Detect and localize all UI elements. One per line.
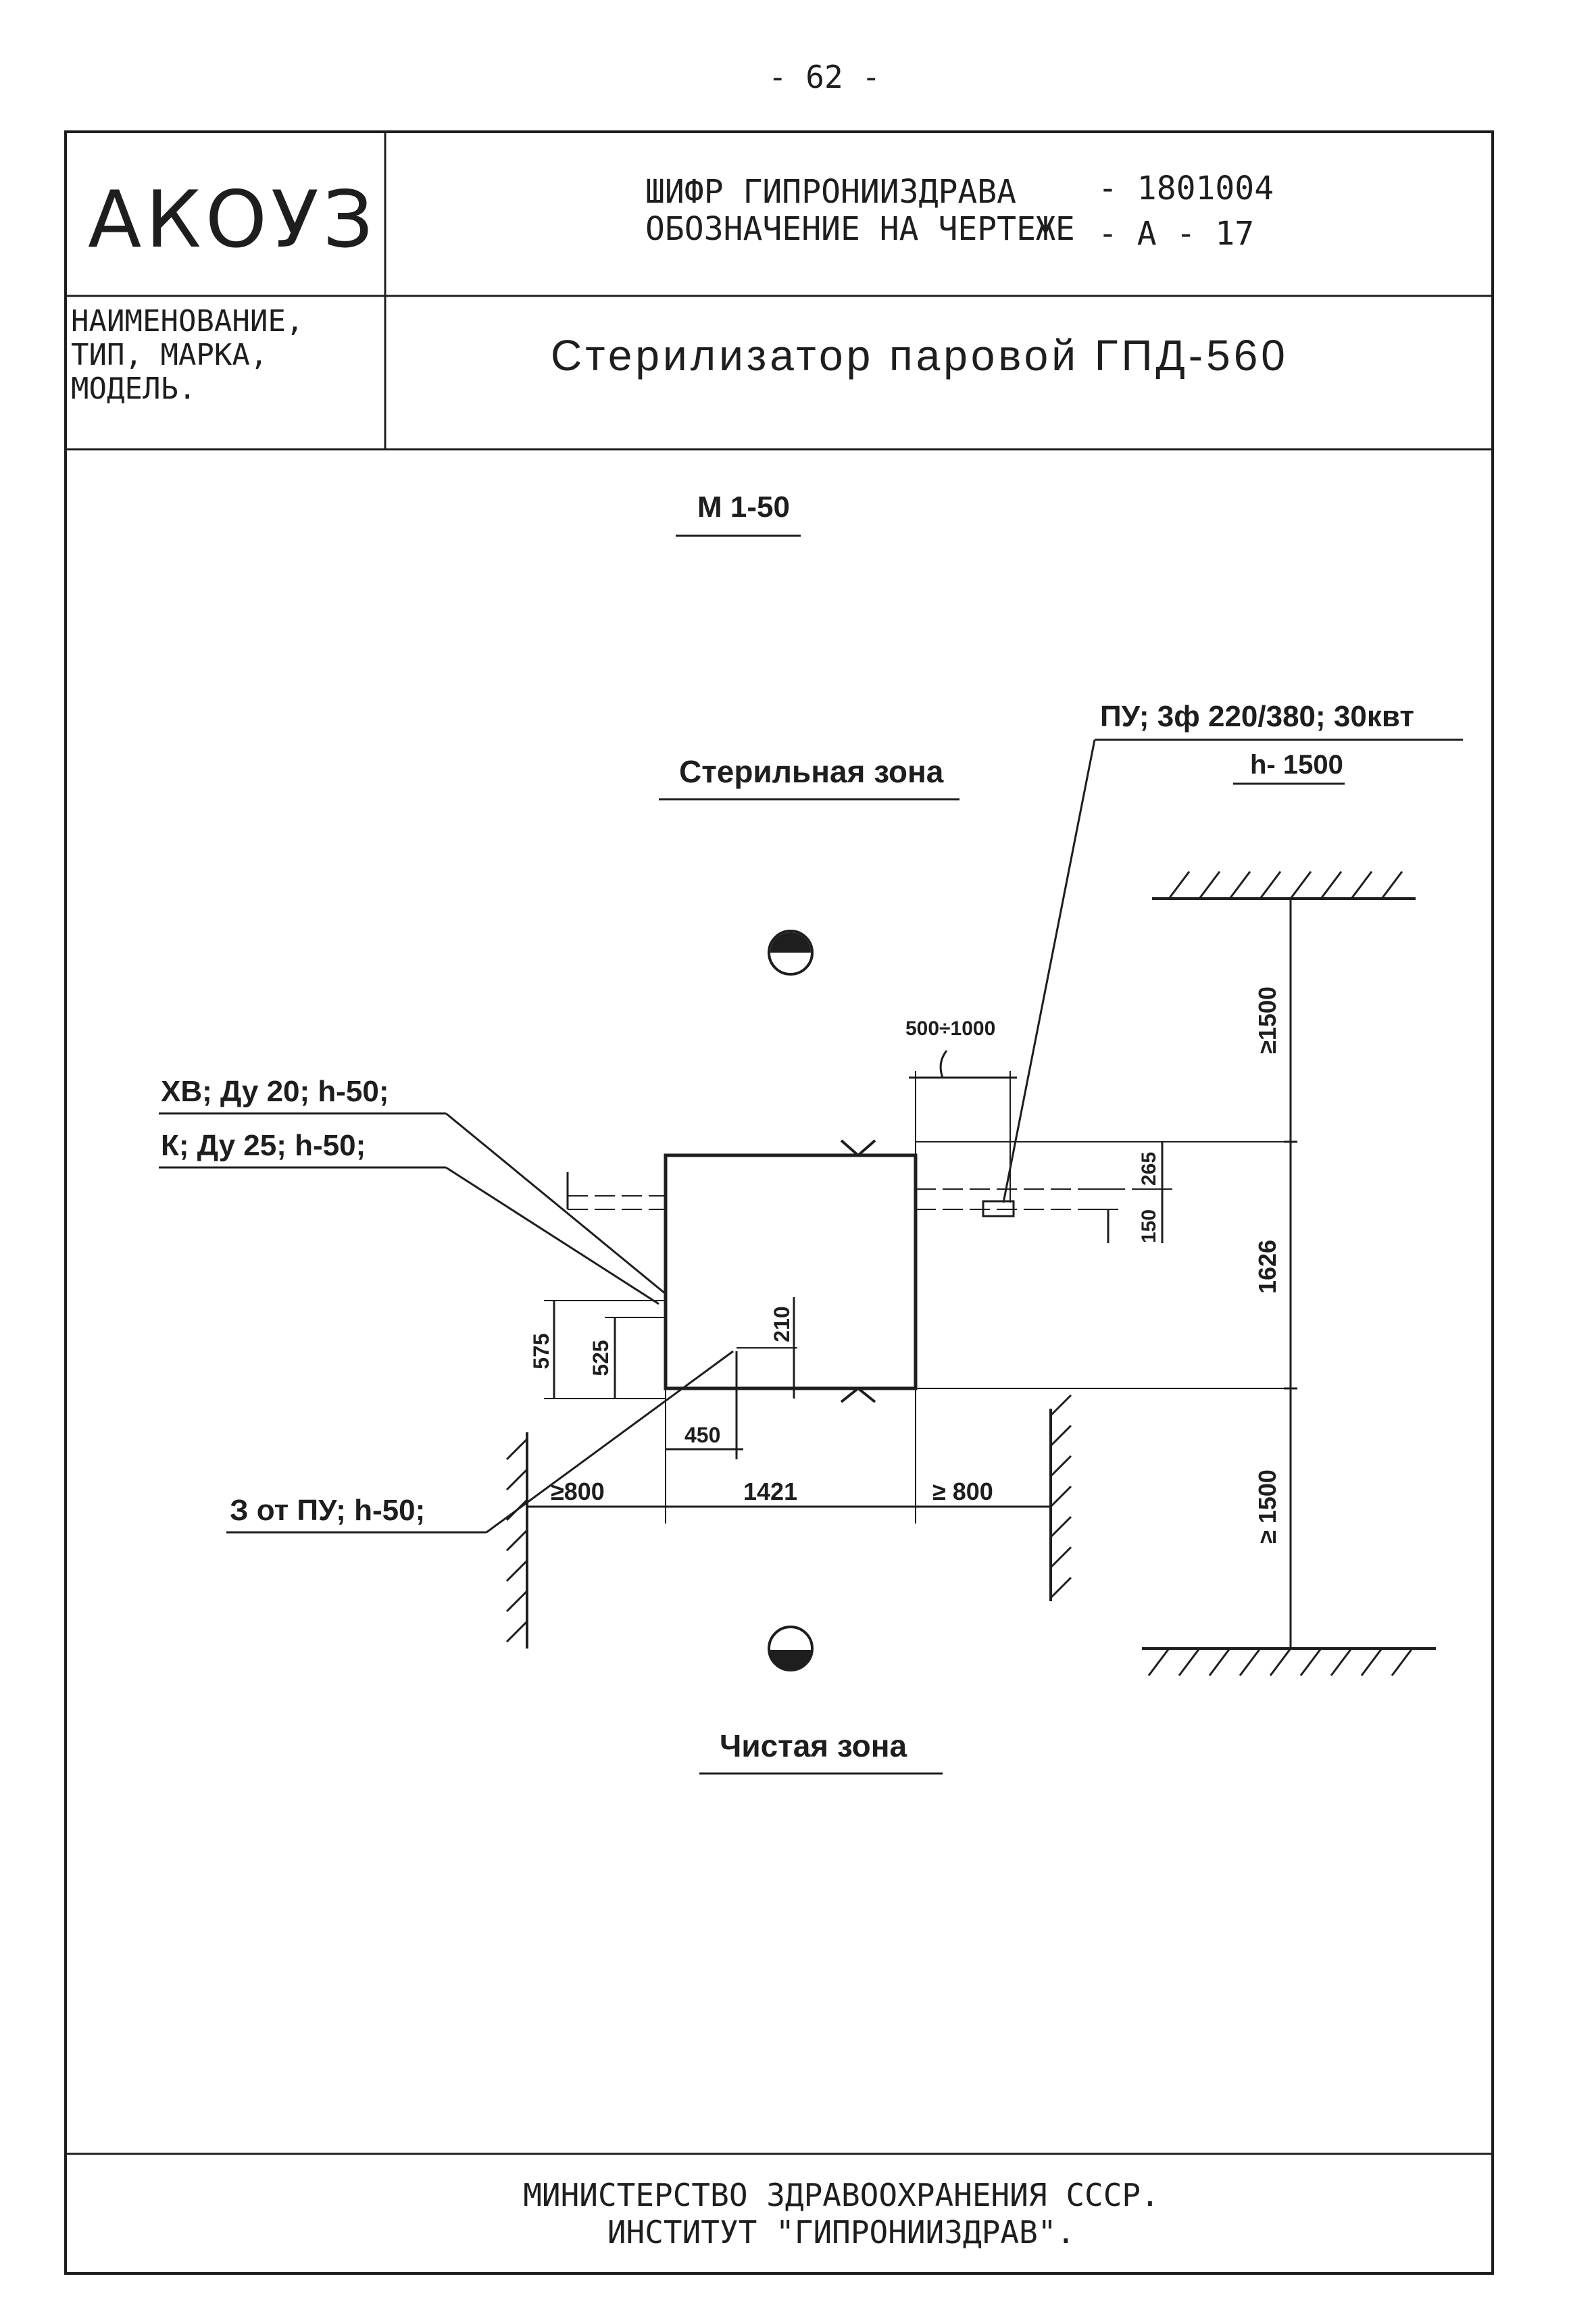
dim-150: 150 [1138, 1209, 1160, 1243]
dim-575: 575 [529, 1333, 553, 1369]
zone-marker-sterile [768, 930, 814, 976]
sheet-frame [64, 130, 1494, 2275]
dim-525: 525 [589, 1340, 613, 1376]
name-label-3: МОДЕЛЬ. [71, 372, 196, 406]
name-label-1: НАИМЕНОВАНИЕ, [71, 304, 303, 338]
wall-top [1152, 871, 1416, 900]
footer-institute: ИНСТИТУТ "ГИПРОНИИЗДРАВ". [607, 2214, 1075, 2250]
dim-1500-top: ≥1500 [1253, 986, 1281, 1054]
designation-label: ОБОЗНАЧЕНИЕ НА ЧЕРТЕЖЕ [645, 210, 1075, 248]
dim-210: 210 [770, 1306, 794, 1342]
dim-500-1000: 500÷1000 [905, 1017, 995, 1040]
callout-power-height: h- 1500 [1250, 750, 1343, 780]
dim-800-right: ≥ 800 [932, 1478, 993, 1505]
callout-sewer: К; Ду 25; h-50; [161, 1129, 366, 1162]
footer-block: МИНИСТЕРСТВО ЗДРАВООХРАНЕНИЯ СССР. ИНСТИ… [66, 2153, 1493, 2250]
zone-marker-clean [768, 1626, 814, 1671]
callout-cold-water: ХВ; Ду 20; h-50; [161, 1075, 389, 1108]
dim-800-left: ≥800 [551, 1478, 605, 1505]
sterilizer-outline [664, 1153, 918, 1390]
dim-1421: 1421 [743, 1478, 797, 1505]
title-block: АКОУЗ ШИФР ГИПРОНИИЗДРАВА - 1801004 ОБОЗ… [66, 132, 1493, 451]
scale-label: М 1-50 [697, 491, 790, 524]
callout-power: ПУ; 3ф 220/380; 30квт [1100, 700, 1414, 733]
dim-450: 450 [684, 1423, 720, 1447]
page-number: - 62 - [768, 59, 880, 95]
callout-ground: З от ПУ; h-50; [230, 1494, 425, 1527]
dim-265: 265 [1138, 1152, 1160, 1186]
code-label: ШИФР ГИПРОНИИЗДРАВА [645, 173, 1016, 211]
logo-akouz: АКОУЗ [88, 174, 377, 266]
dim-1500-bottom: ≥ 1500 [1253, 1469, 1281, 1544]
name-label-2: ТИП, МАРКА, [71, 338, 268, 372]
dim-1626: 1626 [1253, 1240, 1281, 1294]
designation-value: - А - 17 [1098, 215, 1254, 253]
code-value: - 1801004 [1098, 170, 1274, 207]
wall-right [1049, 1394, 1072, 1601]
wall-bottom [1142, 1647, 1436, 1676]
zone-sterile-label: Стерильная зона [679, 754, 944, 789]
zone-clean-label: Чистая зона [720, 1728, 907, 1763]
layout-drawing: М 1-50 Стерильная зона Чистая зона [159, 491, 1463, 1775]
equipment-name: Стерилизатор паровой ГПД-560 [551, 331, 1289, 380]
wall-left [505, 1432, 528, 1649]
footer-ministry: МИНИСТЕРСТВО ЗДРАВООХРАНЕНИЯ СССР. [523, 2177, 1159, 2213]
